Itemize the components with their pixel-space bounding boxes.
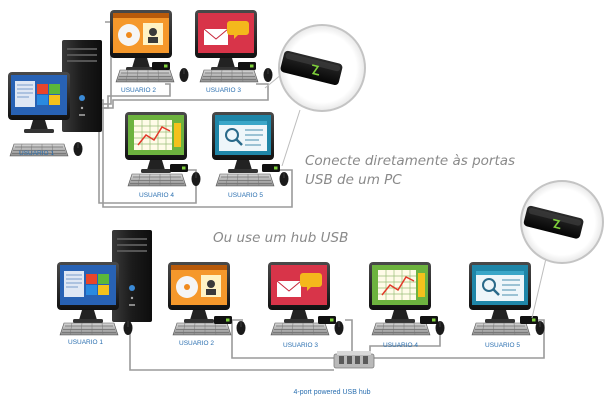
bottom-user-2-label: USUARIO 2 <box>179 340 214 347</box>
bottom-user-5-station: USUARIO 5 <box>469 262 545 349</box>
bottom-zoom-callout <box>520 180 604 319</box>
top-caption-line-1: Conecte diretamente às portas <box>305 153 516 169</box>
bottom-user-4-station: USUARIO 4 <box>369 262 445 349</box>
top-user-2-station: USUARIO 2 <box>110 10 189 94</box>
top-caption: Conecte diretamente às portas USB de um … <box>305 152 515 190</box>
bottom-user-2-station: USUARIO 2 <box>168 262 246 347</box>
bottom-user-1-label: USUARIO 1 <box>68 339 103 346</box>
top-user-2-thin-client <box>152 62 170 70</box>
usb-hub-icon <box>333 351 375 369</box>
top-scene: USUARIO 1 USUARIO 2 USUARIO 3 USUARIO 4 <box>8 10 366 208</box>
bottom-user-5-thin-client <box>520 316 538 324</box>
top-user-3-keyboard <box>199 67 273 83</box>
top-user-5-label: USUARIO 5 <box>228 192 263 199</box>
bottom-user-4-thin-client <box>420 316 438 324</box>
top-user-4-label: USUARIO 4 <box>139 192 174 199</box>
top-caption-line-2: USB de um PC <box>305 172 402 188</box>
top-user-3-thin-client <box>238 62 256 70</box>
bottom-user-3-station: USUARIO 3 <box>268 262 344 349</box>
top-user-4-station: USUARIO 4 <box>125 112 201 199</box>
top-user-4-thin-client <box>170 164 188 172</box>
bottom-user-3-label: USUARIO 3 <box>283 342 318 349</box>
usb-hub-label: 4-port powered USB hub <box>293 389 371 396</box>
top-user-1-label: USUARIO 1 <box>19 150 54 157</box>
bottom-user-1-keyboard <box>59 320 133 336</box>
bottom-caption: Ou use um hub USB <box>213 230 349 246</box>
bottom-scene: USUARIO 1 USUARIO 2 USUARIO 3 USUARIO 4 <box>57 180 604 371</box>
bottom-zoom-device <box>523 205 584 239</box>
bottom-user-1-station: USUARIO 1 <box>57 230 152 346</box>
bottom-user-2-thin-client <box>214 316 232 324</box>
top-user-2-label: USUARIO 2 <box>121 87 156 94</box>
top-user-5-keyboard <box>215 171 289 187</box>
top-user-4-keyboard <box>127 171 201 187</box>
bottom-user-3-thin-client <box>318 316 336 324</box>
bottom-user-5-label: USUARIO 5 <box>485 342 520 349</box>
top-user-5-station: USUARIO 5 <box>212 112 289 199</box>
bottom-user-4-label: USUARIO 4 <box>383 342 418 349</box>
top-user-3-label: USUARIO 3 <box>206 87 241 94</box>
bottom-user-2-keyboard <box>172 320 246 336</box>
top-user-1-station: USUARIO 1 <box>8 40 102 157</box>
top-user-5-thin-client <box>262 164 280 172</box>
top-zoom-device <box>280 50 343 86</box>
top-zoom-callout <box>264 24 366 167</box>
top-user-3-station: USUARIO 3 <box>195 10 273 94</box>
top-user-2-keyboard <box>115 67 189 83</box>
